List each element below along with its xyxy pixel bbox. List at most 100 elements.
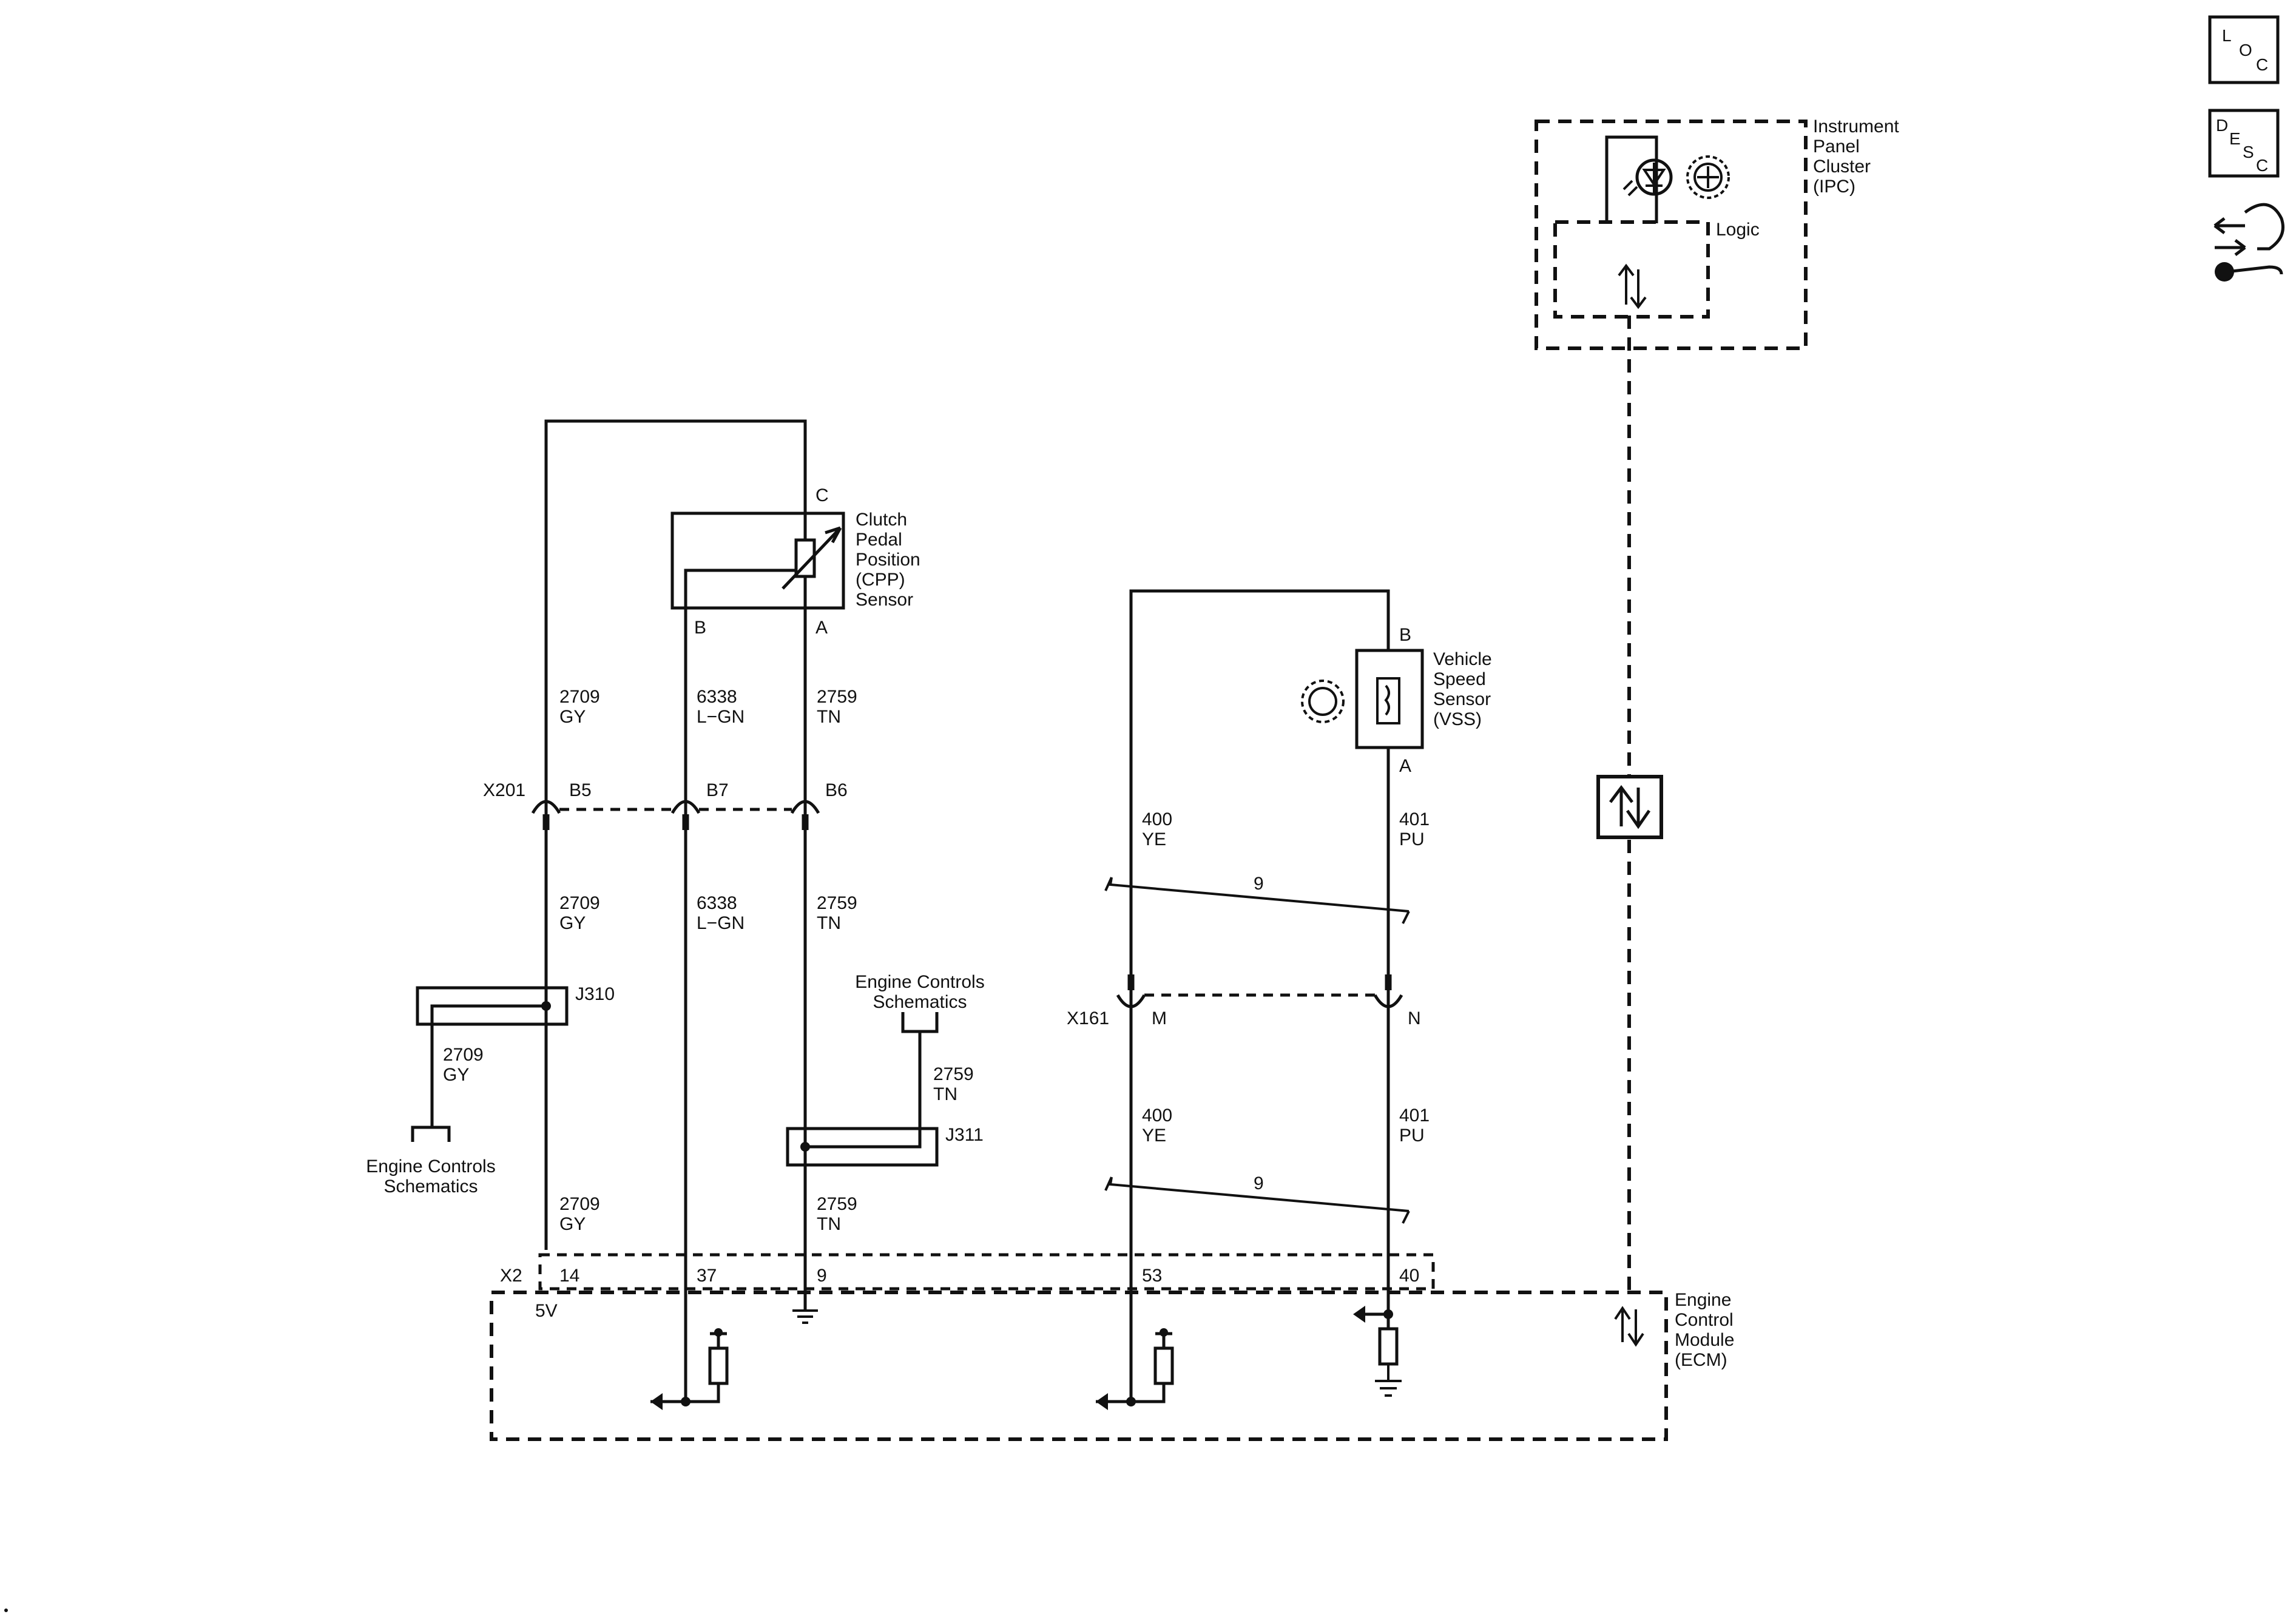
svg-text:400: 400 — [1142, 1106, 1172, 1126]
connector-repair-icon[interactable] — [2213, 203, 2284, 282]
svg-text:TN: TN — [817, 707, 841, 727]
svg-text:2759: 2759 — [817, 1194, 857, 1214]
svg-text:L−GN: L−GN — [697, 913, 745, 933]
ref-engine-controls-left: Engine Controls — [366, 1156, 495, 1176]
svg-text:(CPP): (CPP) — [856, 570, 905, 590]
x201-pin-b5: B5 — [569, 780, 592, 800]
twist-label-upper: 9 — [1254, 874, 1264, 894]
svg-text:6338: 6338 — [697, 687, 737, 707]
x161-label: X161 — [1067, 1008, 1109, 1028]
cpp-pin-b: B — [694, 618, 706, 638]
svg-text:GY: GY — [559, 913, 586, 933]
loc-letter-c: C — [2256, 55, 2268, 74]
svg-text:(ECM): (ECM) — [1675, 1350, 1727, 1370]
svg-text:401: 401 — [1399, 809, 1430, 829]
svg-text:(IPC): (IPC) — [1813, 177, 1855, 197]
svg-text:400: 400 — [1142, 809, 1172, 829]
led-emission-icon — [1622, 180, 1638, 197]
serial-data-box-icon — [1596, 775, 1663, 839]
loc-letter-l: L — [2222, 26, 2232, 45]
x201-pin-b6: B6 — [825, 780, 848, 800]
svg-text:GY: GY — [443, 1065, 469, 1085]
splice-j311: Engine Controls Schematics 2759 TN J311 — [786, 972, 985, 1167]
desc-letter-d: D — [2216, 116, 2228, 135]
ecm-pin-14: 14 — [559, 1266, 579, 1286]
ecm-pin-53: 53 — [1142, 1266, 1162, 1286]
svg-text:Vehicle: Vehicle — [1433, 649, 1492, 669]
loc-button[interactable]: L O C — [2208, 15, 2280, 84]
twist-label-lower: 9 — [1254, 1173, 1264, 1193]
svg-text:Instrument: Instrument — [1813, 116, 1899, 137]
x161-pin-m: M — [1152, 1008, 1167, 1028]
svg-text:2709: 2709 — [559, 687, 600, 707]
ipc-title: Instrument Panel Cluster (IPC) — [1813, 116, 1899, 197]
svg-text:L−GN: L−GN — [697, 707, 745, 727]
ecm-module: X2 14 37 9 53 40 5V Engine Control Modul… — [490, 1253, 1734, 1441]
cpp-pin-c: C — [815, 485, 829, 505]
svg-text:6338: 6338 — [697, 893, 737, 913]
x201-label: X201 — [483, 780, 525, 800]
cpp-pin-a: A — [815, 618, 828, 638]
svg-text:Cluster: Cluster — [1813, 157, 1871, 177]
twisted-pair-upper: 9 — [1104, 874, 1410, 924]
vss-pin-b: B — [1399, 625, 1411, 645]
svg-text:TN: TN — [817, 1214, 841, 1234]
connector-x201: X201 B5 B7 B6 — [483, 780, 848, 830]
svg-text:Sensor: Sensor — [1433, 689, 1491, 709]
corner-mark — [4, 1609, 8, 1612]
svg-text:Module: Module — [1675, 1330, 1734, 1350]
svg-text:Speed: Speed — [1433, 669, 1486, 689]
svg-text:YE: YE — [1142, 1126, 1166, 1146]
svg-text:Engine: Engine — [1675, 1290, 1731, 1310]
vss-pin-a: A — [1399, 756, 1411, 776]
svg-text:YE: YE — [1142, 829, 1166, 849]
ecm-pin-9: 9 — [817, 1266, 827, 1286]
svg-text:GY: GY — [559, 1214, 586, 1234]
ipc-module: Instrument Panel Cluster (IPC) Logic — [1535, 116, 1899, 350]
j310-label: J310 — [575, 984, 615, 1004]
vss-sensor: Vehicle Speed Sensor (VSS) B A — [1129, 589, 1492, 1402]
svg-text:Pedal: Pedal — [856, 530, 902, 550]
svg-text:GY: GY — [559, 707, 586, 727]
svg-text:Sensor: Sensor — [856, 590, 913, 610]
svg-text:2709: 2709 — [559, 1194, 600, 1214]
magnetic-pickup-icon — [1384, 684, 1390, 716]
vss-title: Vehicle Speed Sensor (VSS) — [1433, 649, 1492, 729]
desc-letter-e: E — [2229, 129, 2241, 148]
connector-x161: X161 M N — [1067, 974, 1421, 1028]
pullup-resistor-icon — [708, 1346, 729, 1385]
svg-text:Schematics: Schematics — [383, 1176, 478, 1197]
svg-text:Schematics: Schematics — [873, 992, 967, 1012]
desc-letter-c: C — [2256, 156, 2268, 175]
desc-letter-s: S — [2243, 143, 2254, 161]
cpp-title: Clutch Pedal Position (CPP) Sensor — [856, 510, 920, 610]
svg-text:2709: 2709 — [559, 893, 600, 913]
svg-text:TN: TN — [817, 913, 841, 933]
ref-engine-controls-right: Engine Controls — [855, 972, 984, 992]
svg-text:PU: PU — [1399, 829, 1425, 849]
loc-letter-o: O — [2239, 41, 2252, 59]
svg-text:2759: 2759 — [817, 893, 857, 913]
svg-text:2709: 2709 — [443, 1045, 484, 1065]
svg-text:TN: TN — [933, 1084, 957, 1104]
desc-button[interactable]: D E S C — [2208, 109, 2280, 178]
svg-text:Clutch: Clutch — [856, 510, 907, 530]
svg-text:Control: Control — [1675, 1310, 1734, 1330]
svg-text:(VSS): (VSS) — [1433, 709, 1482, 729]
cpp-sensor: Clutch Pedal Position (CPP) Sensor C B A — [544, 419, 920, 1250]
ipc-logic-label: Logic — [1716, 220, 1760, 240]
ecm-pin-40: 40 — [1399, 1266, 1419, 1286]
x201-pin-b7: B7 — [706, 780, 729, 800]
wire-2709-loop — [544, 419, 807, 1250]
pulldown-resistor-icon — [1378, 1327, 1399, 1366]
gear-icon — [1686, 155, 1730, 199]
ground-icon — [1375, 1364, 1402, 1397]
svg-text:Panel: Panel — [1813, 137, 1860, 157]
x2-connector-outline — [538, 1253, 1435, 1291]
